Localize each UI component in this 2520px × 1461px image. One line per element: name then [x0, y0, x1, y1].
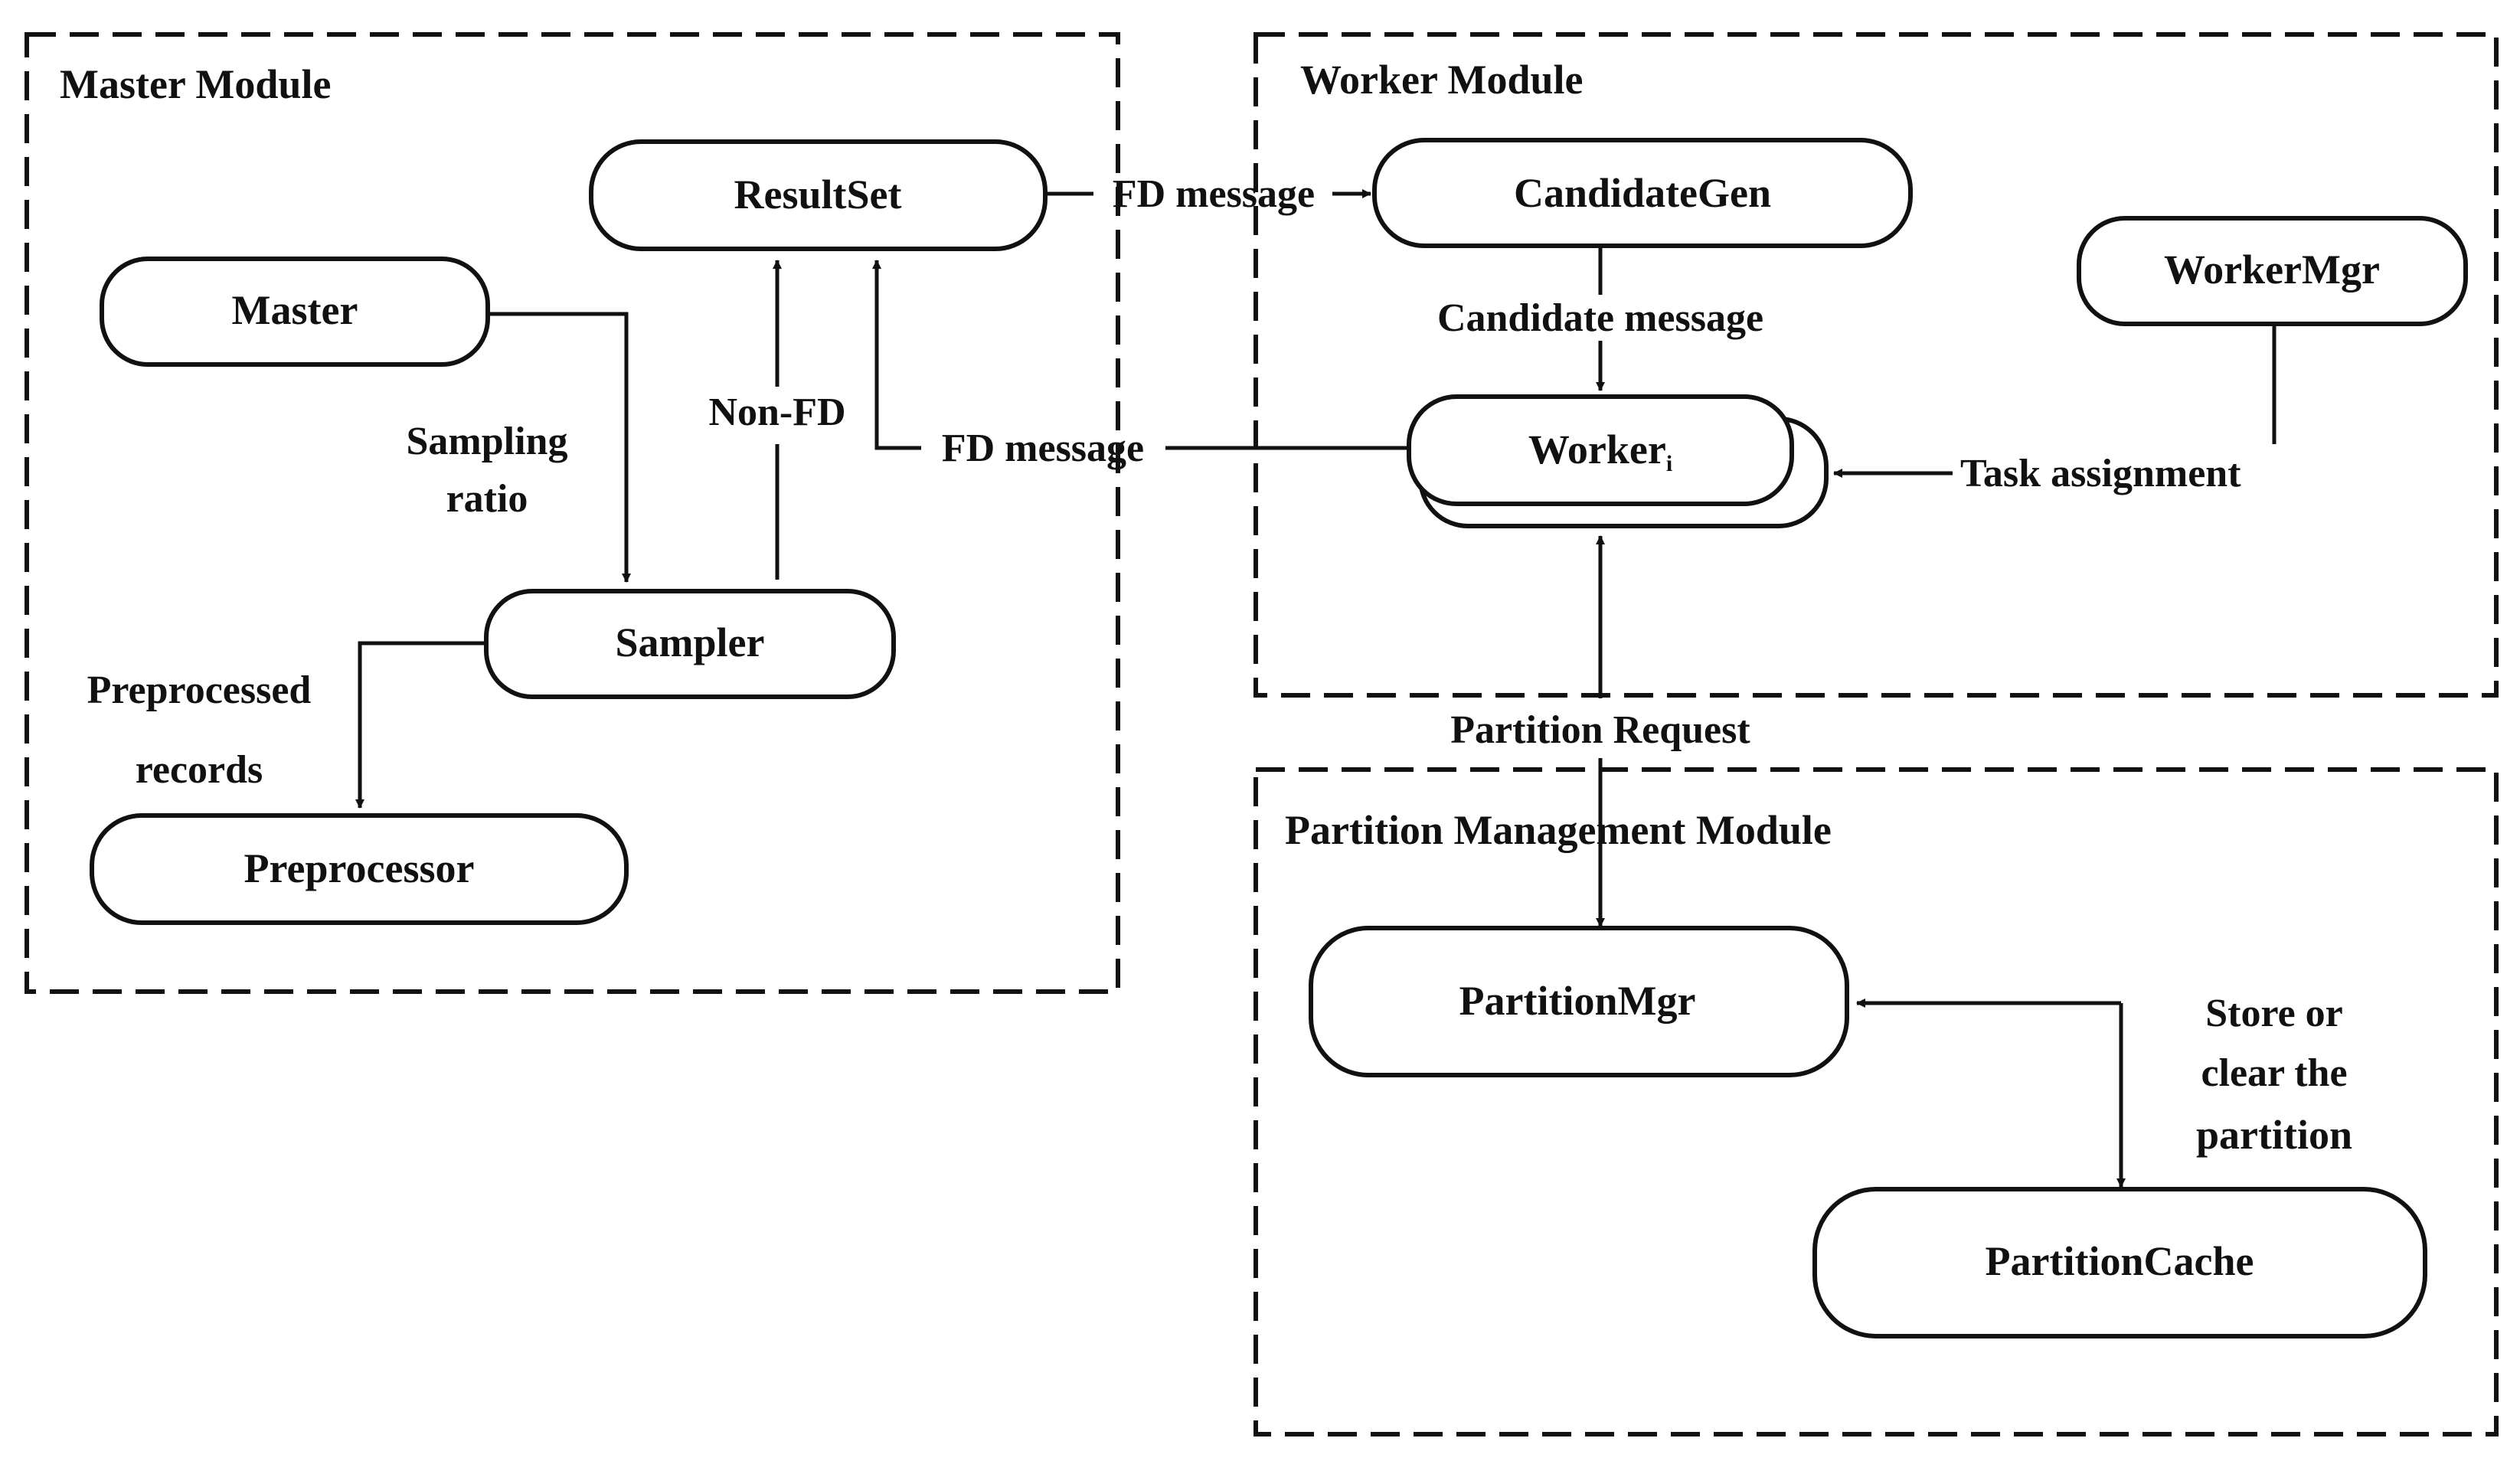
worker-module-frame	[1253, 32, 2499, 698]
fd-message-top-label: FD message	[1113, 172, 1315, 216]
candidategen-label: CandidateGen	[1514, 170, 1771, 216]
master-module-title: Master Module	[60, 61, 331, 107]
master-label: Master	[232, 287, 358, 333]
resultset-node: ResultSet	[589, 139, 1048, 251]
partition-module-frame	[1253, 767, 2499, 1436]
partitionmgr-node: PartitionMgr	[1309, 926, 1849, 1077]
sampling-ratio-label-2: ratio	[446, 477, 528, 521]
non-fd-label: Non-FD	[708, 391, 845, 434]
preprocessed-label-2: records	[136, 748, 263, 792]
partitioncache-node: PartitionCache	[1812, 1187, 2427, 1338]
store-clear-label-1: Store or	[2205, 992, 2343, 1035]
candidategen-node: CandidateGen	[1372, 138, 1913, 248]
sampling-ratio-arrow	[488, 312, 631, 583]
task-assignment-label: Task assignment	[1960, 452, 2241, 495]
resultset-label: ResultSet	[734, 172, 902, 217]
worker-module-title: Worker Module	[1300, 57, 1583, 103]
workermgr-label: WorkerMgr	[2164, 247, 2380, 293]
partitionmgr-label: PartitionMgr	[1459, 978, 1696, 1024]
preprocessor-node: Preprocessor	[90, 813, 629, 925]
worker-node-stack: Workeri	[1407, 394, 1829, 528]
preprocessed-records-arrow	[355, 641, 486, 809]
master-module-frame	[25, 32, 1120, 994]
sampler-label: Sampler	[616, 619, 765, 665]
partitioncache-label: PartitionCache	[1986, 1238, 2254, 1284]
store-clear-label-2: clear the	[2201, 1051, 2347, 1095]
worker-label: Workeri	[1528, 427, 1672, 476]
sampling-ratio-label-1: Sampling	[407, 420, 568, 463]
partition-module-title: Partition Management Module	[1285, 807, 1832, 853]
partition-request-label: Partition Request	[1450, 708, 1750, 752]
partition-request-label-bg	[1420, 698, 1780, 758]
fd-message-left-label: FD message	[942, 427, 1144, 470]
preprocessor-label: Preprocessor	[244, 845, 475, 891]
worker-node	[1407, 394, 1794, 506]
master-node: Master	[100, 257, 490, 367]
sampler-node: Sampler	[484, 589, 896, 699]
fd-message-left-arrow	[872, 260, 921, 450]
candidate-message-label: Candidate message	[1437, 296, 1763, 340]
store-clear-label-3: partition	[2196, 1112, 2352, 1158]
workermgr-node: WorkerMgr	[2077, 216, 2468, 326]
preprocessed-label-1: Preprocessed	[87, 668, 312, 712]
